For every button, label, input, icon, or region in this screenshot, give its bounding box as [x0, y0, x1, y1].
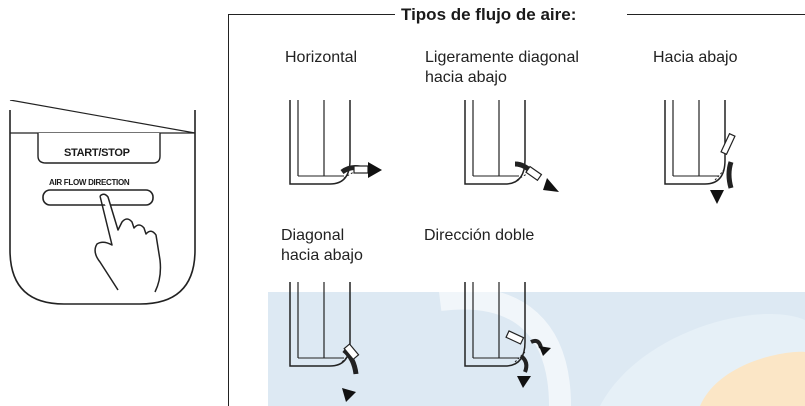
flow-type-double-line1: Dirección doble — [424, 227, 535, 244]
flow-type-slight-diagonal-line2: hacia abajo — [425, 69, 507, 86]
unit-diagram-horizontal — [289, 100, 382, 185]
unit-diagram-slight-diagonal — [464, 100, 559, 192]
flow-type-double-label: Dirección doble — [424, 226, 534, 246]
unit-diagram-diagonal — [289, 282, 360, 402]
air-flow-direction-button-label: AIR FLOW DIRECTION — [49, 178, 130, 187]
flow-type-downward-label: Hacia abajo — [653, 48, 738, 68]
frame-top-left-line — [228, 14, 395, 15]
start-stop-button-label: START/STOP — [64, 147, 130, 159]
unit-diagram-downward — [664, 100, 736, 204]
frame-top-right-line — [627, 14, 805, 15]
frame-left-line — [228, 14, 229, 406]
unit-diagram-double — [464, 282, 551, 388]
section-title: Tipos de flujo de aire: — [398, 5, 580, 25]
flow-type-horizontal-line1: Horizontal — [285, 49, 358, 66]
flow-type-slight-diagonal-line1: Ligeramente diagonal — [425, 49, 579, 66]
flow-type-slight-diagonal-label: Ligeramente diagonal hacia abajo — [425, 48, 579, 88]
remote-control-illustration — [9, 100, 196, 305]
flow-type-diagonal-line1: Diagonal — [281, 227, 345, 244]
flow-type-downward-line1: Hacia abajo — [653, 49, 738, 66]
flow-type-diagonal-line2: hacia abajo — [281, 247, 363, 264]
flow-type-horizontal-label: Horizontal — [285, 48, 357, 68]
flow-type-diagonal-label: Diagonal hacia abajo — [281, 226, 363, 266]
